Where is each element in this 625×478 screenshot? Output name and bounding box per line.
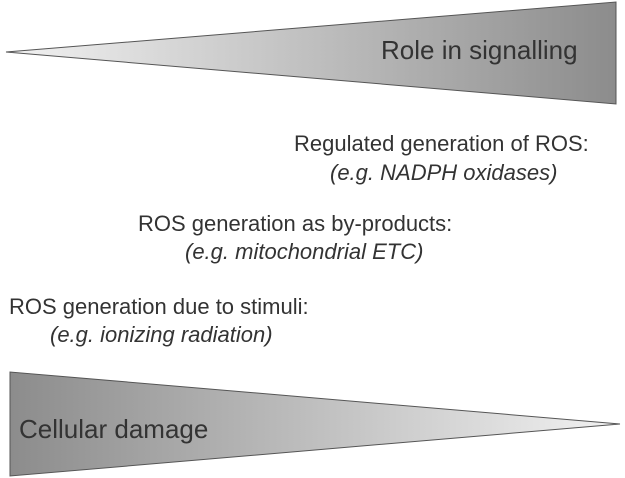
signalling-wedge [5, 1, 617, 105]
level-byproducts-heading: ROS generation as by-products: [138, 211, 453, 236]
signalling-label: Role in signalling [381, 35, 578, 65]
damage-wedge [9, 371, 621, 477]
level-stimuli-example: (e.g. ionizing radiation) [50, 322, 273, 347]
level-stimuli-heading: ROS generation due to stimuli: [9, 294, 309, 319]
level-regulated-example: (e.g. NADPH oxidases) [330, 160, 558, 185]
level-regulated-heading: Regulated generation of ROS: [294, 131, 589, 156]
damage-label: Cellular damage [19, 414, 209, 444]
level-byproducts-example: (e.g. mitochondrial ETC) [185, 239, 424, 264]
